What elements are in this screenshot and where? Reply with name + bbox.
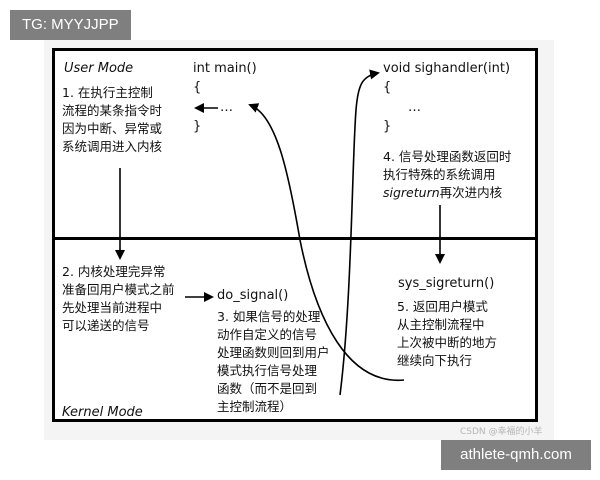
step3-line4: 模式执行信号处理 [217, 363, 318, 378]
step3-line3: 处理函数则回到用户 [217, 345, 330, 360]
sigreturn-term: sigreturn [383, 185, 440, 200]
header-tag: TG: MYYJJPP [10, 10, 131, 40]
user-mode-label: User Mode [64, 61, 134, 76]
csdn-watermark: CSDN @幸福的小羊 [460, 427, 543, 437]
sys-sigreturn-label: sys_sigreturn() [398, 276, 495, 291]
main-body: … [220, 100, 233, 115]
step1-line2: 流程的某条指令时 [62, 103, 163, 118]
step1-line3: 因为中断、异常或 [62, 121, 163, 136]
main-open-brace: { [193, 80, 202, 95]
handler-signature: void sighandler(int) [383, 61, 511, 76]
mode-divider [52, 237, 538, 240]
arrow-to-handler [339, 69, 380, 396]
step5-line4: 继续向下执行 [397, 353, 473, 368]
step2-line1: 2. 内核处理完异常 [62, 264, 166, 279]
arrow-return-main [248, 103, 405, 381]
step3-line6: 主控制流程） [217, 399, 293, 414]
step1-line1: 1. 在执行主控制 [62, 85, 153, 100]
step4-line1: 4. 信号处理函数返回时 [383, 149, 512, 164]
step3-line1: 3. 如果信号的处理 [217, 309, 321, 324]
step3-line5: 函数（而不是回到 [217, 381, 318, 396]
step2-line2: 准备回用户模式之前 [62, 282, 175, 297]
step5-line3: 上次被中断的地方 [397, 335, 498, 350]
site-watermark: athlete-qmh.com [441, 440, 591, 470]
step2-line3: 先处理当前进程中 [62, 300, 163, 315]
step5-line2: 从主控制流程中 [397, 317, 485, 332]
kernel-mode-label: Kernel Mode [62, 405, 143, 420]
step4-line3: sigreturn再次进内核 [383, 184, 502, 201]
step5-line1: 5. 返回用户模式 [397, 299, 488, 314]
diagram-frame [52, 48, 538, 422]
step2-line4: 可以递送的信号 [62, 318, 150, 333]
step4-line2: 执行特殊的系统调用 [383, 167, 496, 182]
handler-body: … [408, 100, 421, 115]
handler-close-brace: } [383, 119, 392, 134]
handler-open-brace: { [383, 80, 392, 95]
step4-line3-rest: 再次进内核 [439, 185, 503, 200]
do-signal-label: do_signal() [217, 288, 289, 303]
main-close-brace: } [193, 119, 202, 134]
step3-line2: 动作自定义的信号 [217, 327, 318, 342]
main-signature: int main() [193, 61, 257, 76]
step1-line4: 系统调用进入内核 [62, 139, 163, 154]
